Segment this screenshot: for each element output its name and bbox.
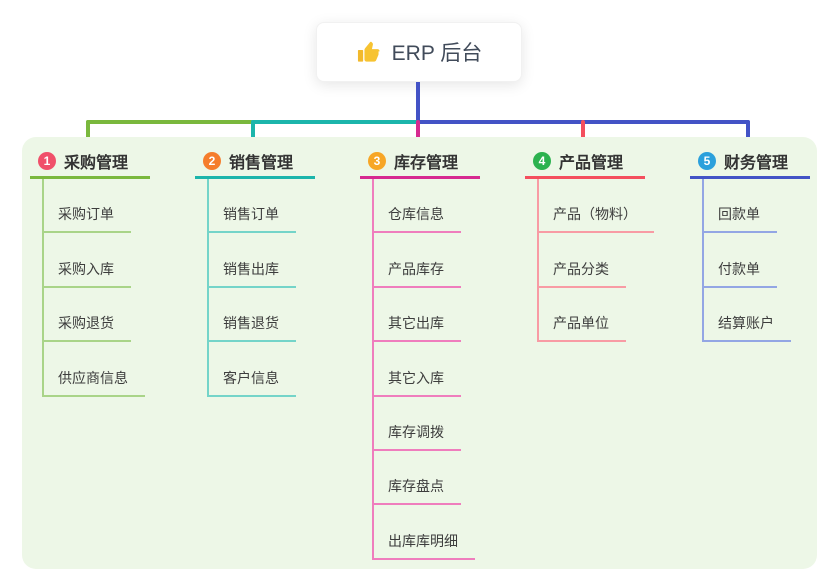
mindmap-panel — [22, 137, 817, 569]
child-node-label: 结算账户 — [704, 313, 791, 343]
child-node[interactable]: 采购入库 — [44, 233, 150, 288]
child-node-label: 付款单 — [704, 259, 777, 288]
child-node[interactable]: 付款单 — [704, 233, 810, 288]
child-node[interactable]: 产品库存 — [374, 233, 480, 288]
connector-hline-purchase — [86, 120, 253, 124]
child-node[interactable]: 结算账户 — [704, 288, 810, 343]
branch-purchase: 1 采购管理 采购订单 采购入库 采购退货 供应商信息 — [30, 146, 150, 397]
child-node[interactable]: 客户信息 — [209, 342, 315, 397]
branch-number-badge: 5 — [698, 152, 716, 170]
branch-title-product[interactable]: 4 产品管理 — [525, 146, 645, 179]
child-node[interactable]: 销售订单 — [209, 179, 315, 234]
child-node-label: 其它入库 — [374, 368, 461, 397]
child-node[interactable]: 销售出库 — [209, 233, 315, 288]
child-node-label: 回款单 — [704, 204, 777, 234]
branch-title-label: 销售管理 — [229, 155, 294, 172]
child-node-label: 产品单位 — [539, 313, 626, 343]
child-node[interactable]: 其它出库 — [374, 288, 480, 343]
branch-title-purchase[interactable]: 1 采购管理 — [30, 146, 150, 179]
child-node-label: 仓库信息 — [374, 204, 461, 234]
child-node[interactable]: 产品（物料） — [539, 179, 654, 234]
branch-number-badge: 2 — [203, 152, 221, 170]
child-node[interactable]: 采购订单 — [44, 179, 150, 234]
child-node-label: 销售订单 — [209, 204, 296, 234]
connector-hline-sales — [251, 120, 420, 124]
child-node[interactable]: 出库库明细 — [374, 505, 480, 560]
branch-inventory: 3 库存管理 仓库信息 产品库存 其它出库 其它入库 库存调拨 库存盘点 出库库… — [360, 146, 480, 560]
branch-title-inventory[interactable]: 3 库存管理 — [360, 146, 480, 179]
branch-title-finance[interactable]: 5 财务管理 — [690, 146, 810, 179]
child-node[interactable]: 供应商信息 — [44, 342, 150, 397]
root-title: ERP 后台 — [391, 42, 483, 65]
branch-children: 采购订单 采购入库 采购退货 供应商信息 — [42, 179, 150, 397]
branch-children: 销售订单 销售出库 销售退货 客户信息 — [207, 179, 315, 397]
child-node[interactable]: 产品单位 — [539, 288, 645, 343]
child-node-label: 产品分类 — [539, 259, 626, 288]
connector-root-stem — [416, 82, 420, 124]
child-node[interactable]: 产品分类 — [539, 233, 645, 288]
branch-children: 产品（物料） 产品分类 产品单位 — [537, 179, 654, 343]
child-node-label: 库存盘点 — [374, 476, 461, 506]
branch-title-sales[interactable]: 2 销售管理 — [195, 146, 315, 179]
child-node[interactable]: 销售退货 — [209, 288, 315, 343]
branch-number-badge: 4 — [533, 152, 551, 170]
branch-product: 4 产品管理 产品（物料） 产品分类 产品单位 — [525, 146, 654, 343]
child-node-label: 产品库存 — [374, 259, 461, 288]
child-node-label: 产品（物料） — [539, 204, 654, 234]
child-node-label: 供应商信息 — [44, 368, 145, 397]
child-node-label: 出库库明细 — [374, 531, 475, 560]
branch-title-label: 财务管理 — [724, 155, 789, 172]
child-node-label: 库存调拨 — [374, 422, 461, 451]
branch-finance: 5 财务管理 回款单 付款单 结算账户 — [690, 146, 810, 343]
child-node-label: 采购订单 — [44, 204, 131, 234]
branch-children: 回款单 付款单 结算账户 — [702, 179, 810, 343]
child-node-label: 客户信息 — [209, 368, 296, 397]
branch-title-label: 采购管理 — [64, 155, 129, 172]
branch-number-badge: 1 — [38, 152, 56, 170]
child-node[interactable]: 库存调拨 — [374, 397, 480, 451]
child-node[interactable]: 库存盘点 — [374, 451, 480, 506]
branch-number-badge: 3 — [368, 152, 386, 170]
branch-sales: 2 销售管理 销售订单 销售出库 销售退货 客户信息 — [195, 146, 315, 397]
branch-title-label: 产品管理 — [559, 155, 624, 172]
child-node[interactable]: 回款单 — [704, 179, 810, 234]
child-node-label: 采购退货 — [44, 313, 131, 343]
child-node-label: 采购入库 — [44, 259, 131, 288]
branch-children: 仓库信息 产品库存 其它出库 其它入库 库存调拨 库存盘点 出库库明细 — [372, 179, 480, 560]
branch-title-label: 库存管理 — [394, 155, 459, 172]
child-node-label: 其它出库 — [374, 313, 461, 343]
root-node[interactable]: ERP 后台 — [316, 22, 522, 82]
child-node[interactable]: 其它入库 — [374, 342, 480, 397]
thumbs-up-icon — [356, 39, 382, 65]
child-node-label: 销售出库 — [209, 259, 296, 288]
child-node-label: 销售退货 — [209, 313, 296, 343]
child-node[interactable]: 采购退货 — [44, 288, 150, 343]
child-node[interactable]: 仓库信息 — [374, 179, 480, 234]
